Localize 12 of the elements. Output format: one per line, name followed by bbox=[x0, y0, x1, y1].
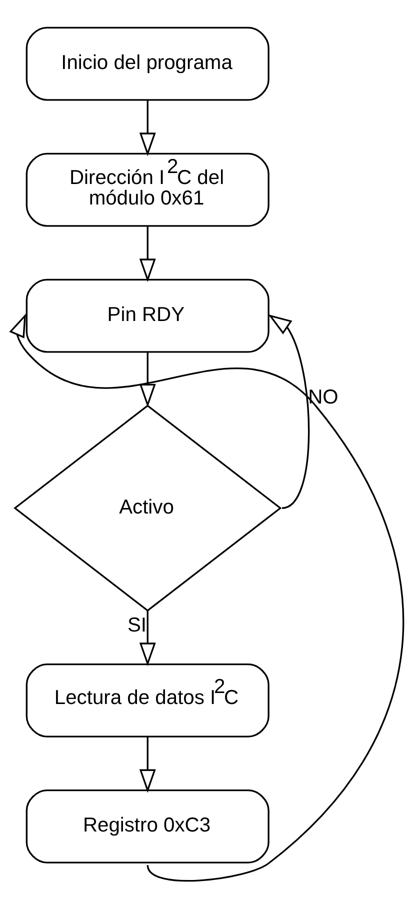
edge-label: SI bbox=[127, 614, 146, 636]
arrow bbox=[139, 352, 156, 408]
arrow bbox=[268, 314, 310, 509]
node-box: Registro 0xC3 bbox=[26, 789, 270, 864]
node-box: Inicio del programa bbox=[26, 26, 270, 101]
node-box: Pin RDY bbox=[26, 278, 270, 353]
edge-label: NO bbox=[308, 386, 338, 409]
arrow bbox=[139, 226, 156, 282]
arrow bbox=[139, 736, 156, 793]
node-diamond: Activo bbox=[14, 404, 282, 612]
arrow bbox=[139, 100, 156, 156]
arrow bbox=[139, 610, 156, 666]
